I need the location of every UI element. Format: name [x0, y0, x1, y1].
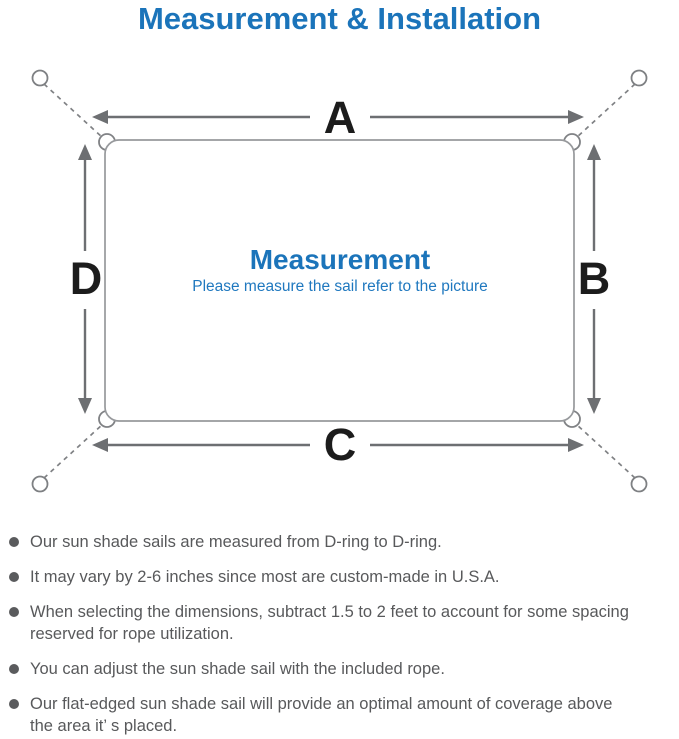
dashed-rope-lines — [43, 83, 636, 479]
measurement-diagram — [31, 69, 648, 493]
list-item: It may vary by 2-6 inches since most are… — [9, 566, 671, 588]
list-item: Our flat-edged sun shade sail will provi… — [9, 693, 671, 737]
note-text: Our sun shade sails are measured from D-… — [30, 533, 442, 551]
sail-outline — [104, 139, 575, 422]
page-title: Measurement & Installation — [137, 1, 542, 36]
anchor-ring-icon — [31, 475, 49, 493]
note-text: You can adjust the sun shade sail with t… — [30, 660, 445, 678]
dashed-rope-line — [575, 423, 636, 479]
list-item: Our sun shade sails are measured from D-… — [9, 531, 671, 553]
anchor-ring-icon — [630, 69, 648, 87]
dashed-rope-line — [575, 83, 636, 139]
anchor-ring-icon — [31, 69, 49, 87]
dimension-arrow-c — [92, 438, 584, 452]
note-text: When selecting the dimensions, subtract … — [30, 603, 629, 621]
note-text-line2: reserved for rope utilization. — [30, 625, 234, 643]
bullet-dot-icon — [9, 607, 19, 617]
dimension-arrow-b — [587, 144, 601, 414]
dimension-arrow-d — [78, 144, 92, 414]
dimension-label-d: D — [69, 253, 103, 304]
note-text: It may vary by 2-6 inches since most are… — [30, 568, 500, 586]
bullet-dot-icon — [9, 699, 19, 709]
dashed-rope-line — [43, 423, 104, 479]
note-text-line2: the area it’ s placed. — [30, 717, 178, 735]
anchor-points — [31, 69, 648, 493]
dimension-arrow-a — [92, 110, 584, 124]
bullet-dot-icon — [9, 572, 19, 582]
bullet-dot-icon — [9, 664, 19, 674]
list-item: When selecting the dimensions, subtract … — [9, 601, 671, 645]
dimension-label-a: A — [323, 92, 357, 143]
dimension-label-c: C — [323, 419, 357, 470]
dashed-rope-line — [43, 83, 104, 139]
dimension-label-b: B — [577, 253, 611, 304]
anchor-ring-icon — [630, 475, 648, 493]
list-item: You can adjust the sun shade sail with t… — [9, 658, 671, 680]
diagram-subheading: Please measure the sail refer to the pic… — [192, 278, 488, 295]
note-text: Our flat-edged sun shade sail will provi… — [30, 695, 613, 713]
diagram-heading: Measurement — [249, 244, 431, 275]
bullet-dot-icon — [9, 537, 19, 547]
notes-list: Our sun shade sails are measured from D-… — [9, 531, 671, 739]
